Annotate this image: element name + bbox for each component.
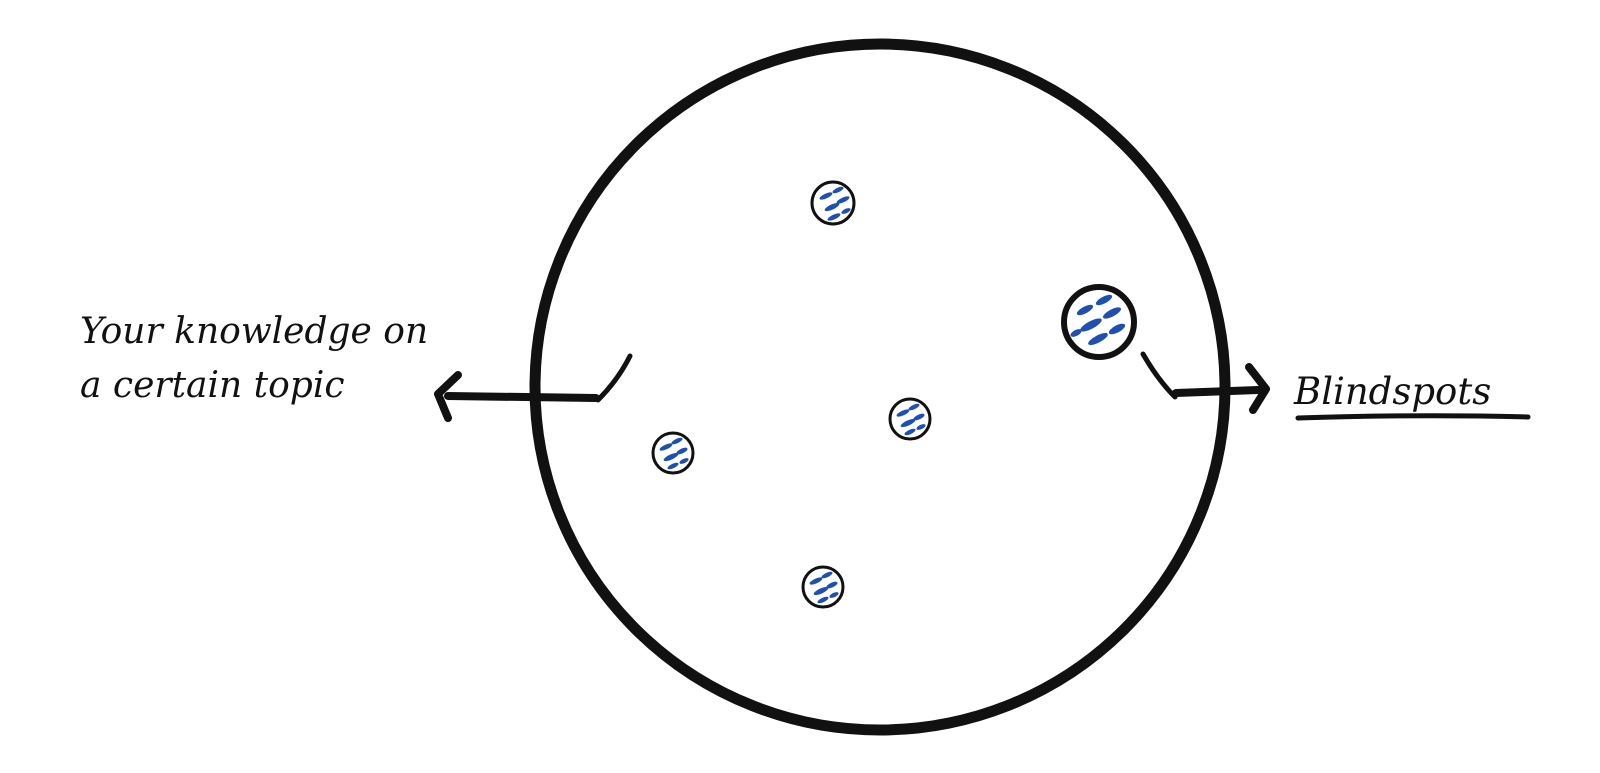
blindspot-dot — [810, 180, 856, 226]
blindspots-label: Blindspots — [1293, 370, 1491, 413]
knowledge-circle — [529, 38, 1231, 736]
blindspot-dot-large — [1061, 284, 1137, 360]
blindspot-dot — [888, 397, 932, 441]
blindspots-underline — [1295, 413, 1531, 421]
left-pointer-arrow — [434, 353, 633, 422]
right-pointer-arrow — [1140, 351, 1270, 414]
knowledge-label-line-1: Your knowledge on — [80, 311, 428, 352]
knowledge-label-line-2: a certain topic — [80, 365, 345, 406]
blindspot-dot — [651, 431, 695, 475]
blindspot-dot — [801, 565, 845, 609]
